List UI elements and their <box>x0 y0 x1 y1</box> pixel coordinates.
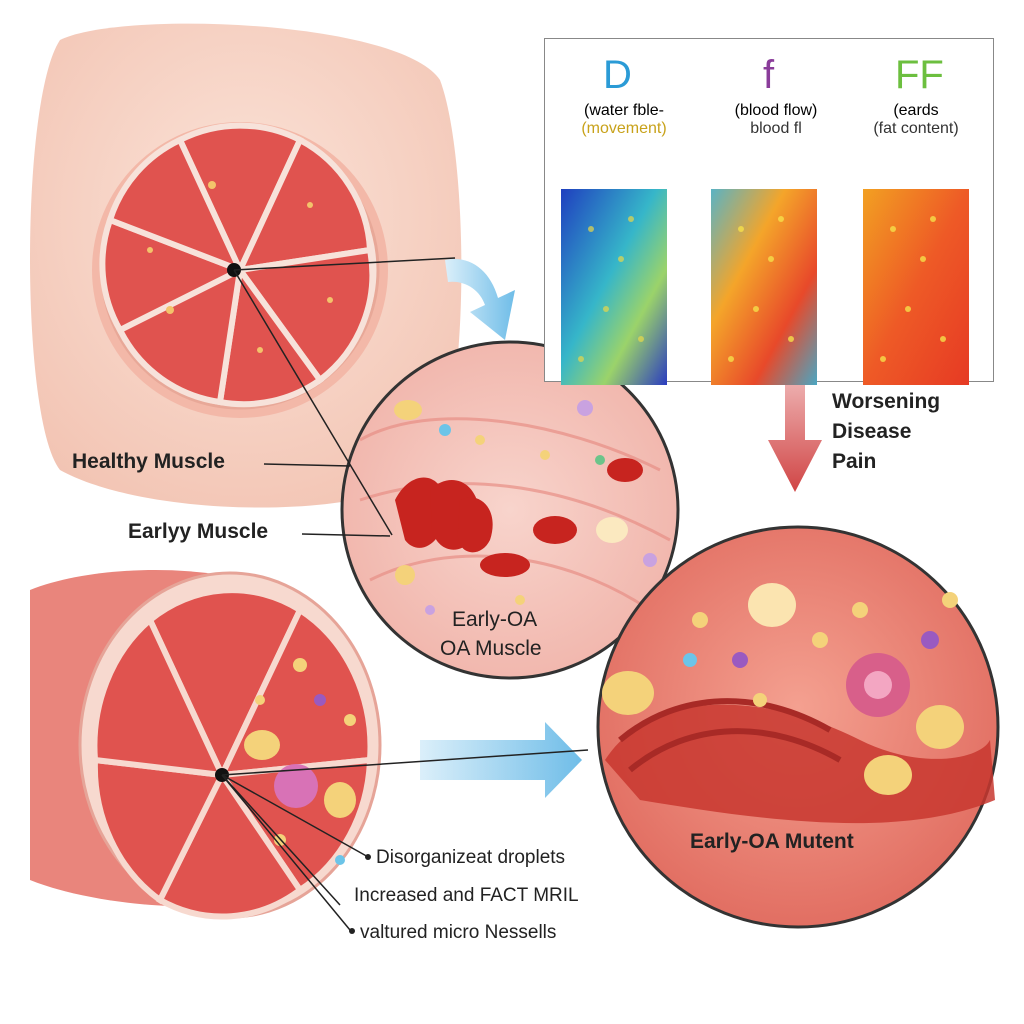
disease-label: Disease <box>832 420 912 443</box>
map-f-line2: blood fl <box>750 120 802 137</box>
healthy-muscle-cross-section <box>92 122 388 418</box>
healthy-muscle-label: Healthy Muscle <box>72 450 225 473</box>
callout-droplets: Disorganizeat droplets <box>376 847 566 868</box>
callout-vessels: valtured micro Nessells <box>360 922 557 943</box>
inset-label-line2: OA Muscle <box>440 637 542 660</box>
callout-increased: Increased and FACT MRIL <box>354 885 579 906</box>
blue-curved-arrow-top <box>445 259 515 340</box>
map-ff-letter: FF <box>895 53 944 97</box>
oa-muscle-cylinder <box>30 570 382 920</box>
early-muscle-label: Earlyy Muscle <box>128 520 269 543</box>
inset-label-line1: Early-OA <box>452 608 538 631</box>
blue-arrow-bottom <box>420 722 582 798</box>
early-oa-inset <box>340 340 680 680</box>
diffusion-map-image <box>561 189 667 385</box>
map-d-line2: (movement) <box>581 120 667 137</box>
worsening-label: Worsening <box>832 390 941 413</box>
mri-maps-panel: D (water fble- (movement) f (blood flow)… <box>544 38 994 385</box>
map-ff-line2: (fat content) <box>873 120 959 137</box>
map-ff-line1: (eards <box>893 102 939 119</box>
map-f-line1: (blood flow) <box>734 102 818 119</box>
map-d-line1: (water fble- <box>583 102 665 119</box>
pain-label: Pain <box>832 450 877 473</box>
map-d-letter: D <box>603 53 632 97</box>
map-f-letter: f <box>763 53 775 97</box>
fat-fraction-map-image <box>863 189 969 385</box>
perfusion-map-image <box>711 189 817 385</box>
worsening-red-arrow <box>768 360 822 492</box>
early-oa-mutent-circle <box>596 525 1000 929</box>
mutent-label: Early-OA Mutent <box>690 830 854 853</box>
